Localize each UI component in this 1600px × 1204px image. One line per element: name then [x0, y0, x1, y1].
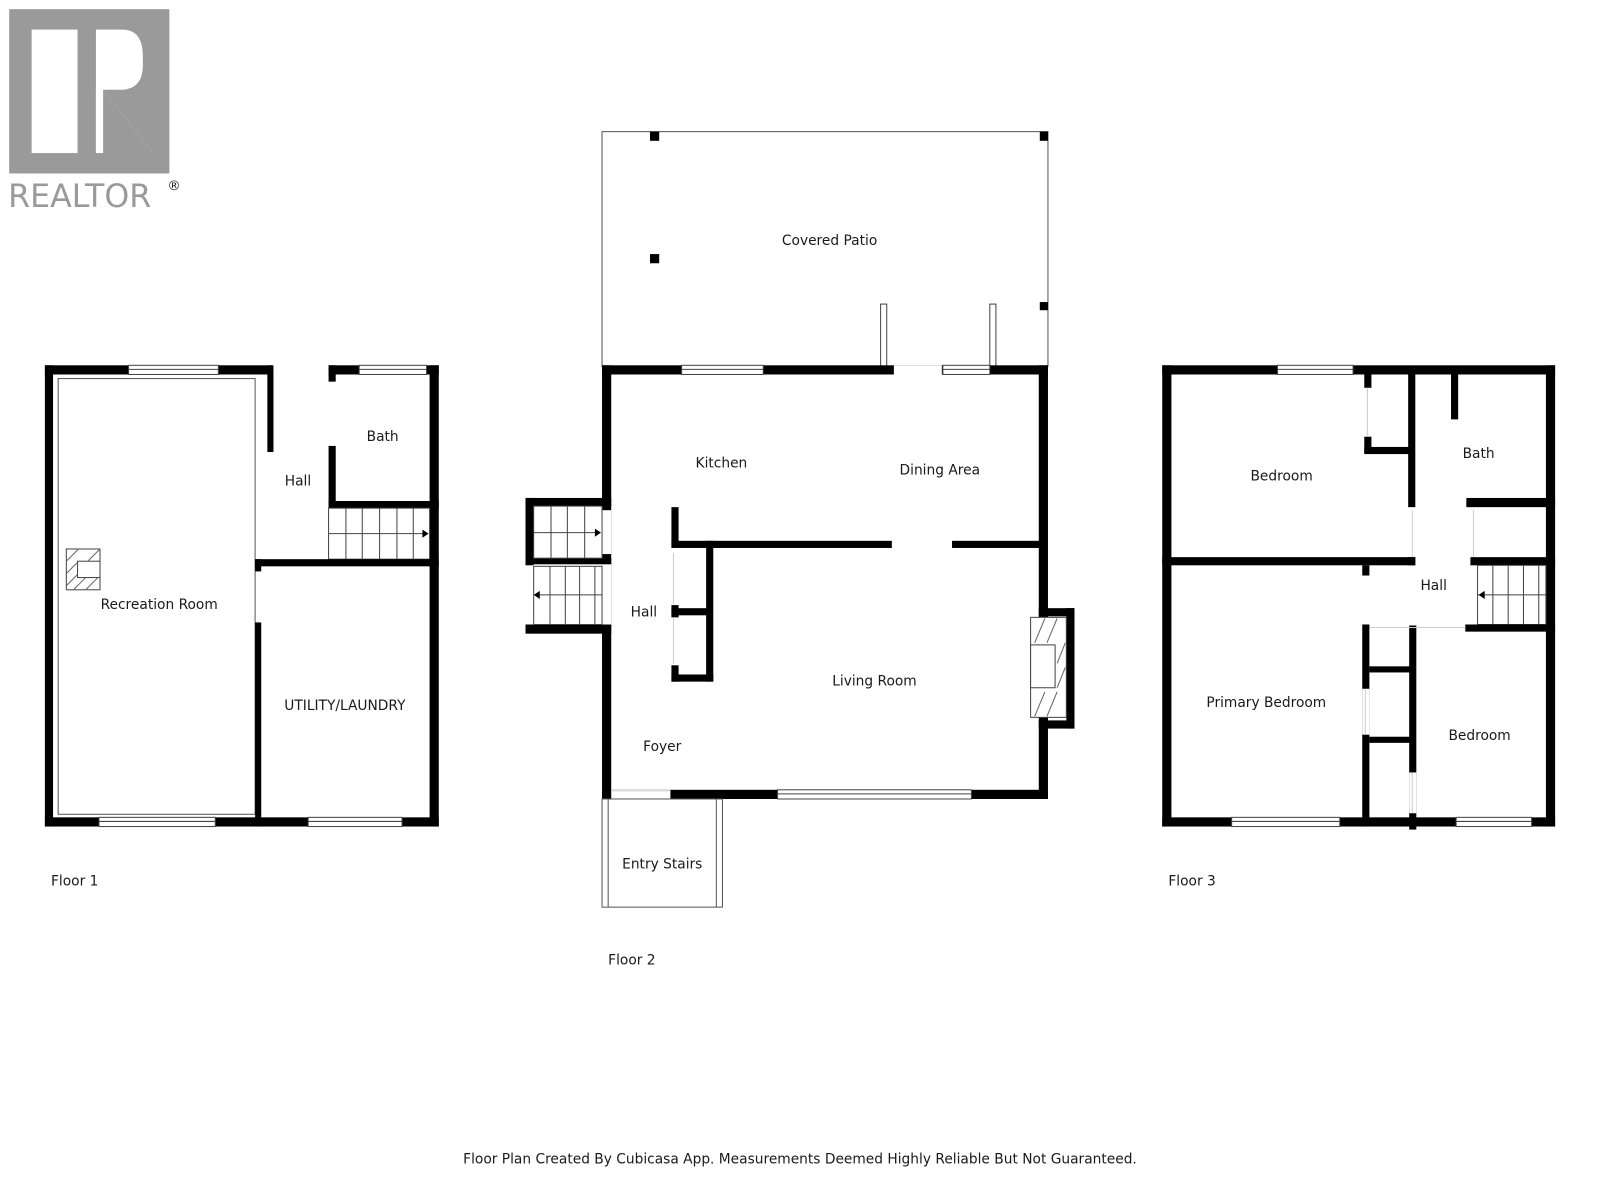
realtor-logo: REALTOR ® [8, 9, 181, 215]
room-label-covered-patio: Covered Patio [782, 233, 877, 249]
floor-2-label: Floor 2 [608, 952, 655, 968]
room-label-utility-laundry: UTILITY/LAUNDRY [284, 698, 406, 714]
room-label-bath: Bath [367, 429, 399, 445]
fireplace-icon [1030, 616, 1067, 718]
room-label-hall: Hall [1420, 578, 1446, 594]
floor-1-plan: Bath Hall Recreation Room UTILITY/LAUNDR… [44, 364, 439, 890]
floor-3-label: Floor 3 [1168, 874, 1215, 890]
room-label-recreation-room: Recreation Room [101, 597, 218, 613]
stair-up-arrow-icon [594, 528, 602, 537]
floor-3-plan: Bedroom Bath Hall Primary Bedroom Bedroo… [1162, 364, 1556, 890]
room-label-entry-stairs: Entry Stairs [622, 856, 702, 872]
room-label-kitchen: Kitchen [696, 455, 748, 471]
room-label-primary-bedroom: Primary Bedroom [1206, 695, 1326, 711]
stair-direction-arrow-icon [422, 529, 429, 538]
stair-direction-arrow-icon [1478, 590, 1485, 599]
footer-disclaimer: Floor Plan Created By Cubicasa App. Meas… [463, 1151, 1137, 1167]
room-label-dining-area: Dining Area [900, 462, 981, 478]
room-label-living-room: Living Room [832, 674, 917, 690]
floor-1-label: Floor 1 [51, 874, 98, 890]
room-label-bath: Bath [1463, 446, 1495, 462]
realtor-logo-text: REALTOR [8, 179, 151, 215]
registered-mark: ® [167, 179, 180, 194]
fireplace-icon [65, 548, 101, 591]
room-label-hall: Hall [285, 474, 311, 490]
room-label-hall: Hall [631, 604, 657, 620]
room-label-bedroom: Bedroom [1448, 728, 1510, 744]
room-label-bedroom: Bedroom [1250, 469, 1312, 485]
floor-2-plan: Covered Patio Kitchen Dining Area Hall L… [525, 131, 1075, 968]
stair-down-arrow-icon [533, 590, 540, 599]
room-label-foyer: Foyer [643, 739, 681, 755]
